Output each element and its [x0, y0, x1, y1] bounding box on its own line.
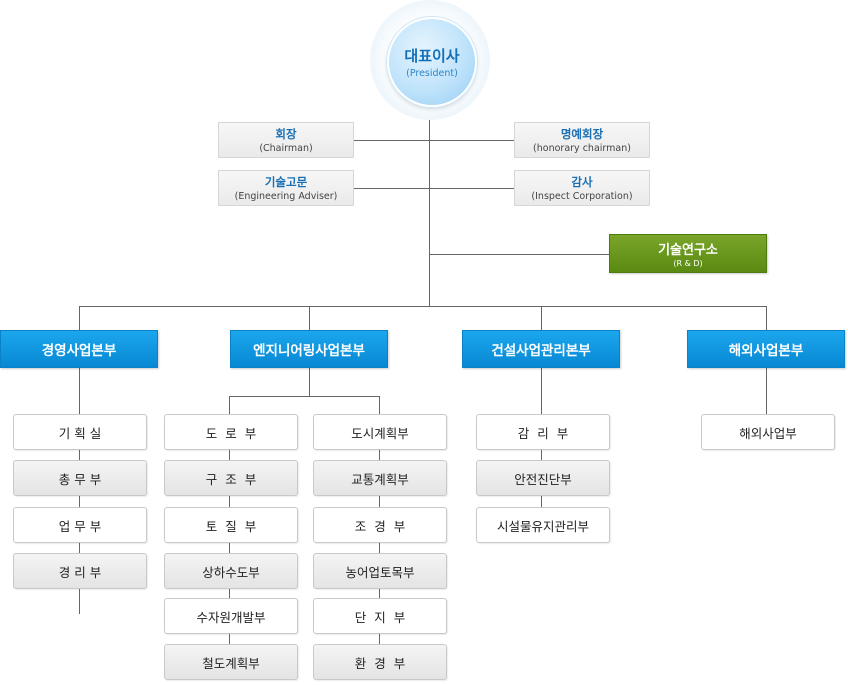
dept-complex: 단 지 부	[313, 598, 447, 634]
dept-structure: 구 조 부	[164, 460, 298, 496]
connector	[354, 140, 514, 141]
rnd-label: 기술연구소	[658, 243, 718, 258]
inspect-node: 감사 (Inspect Corporation)	[514, 170, 650, 206]
division-engineering: 엔지니어링사업본부	[230, 330, 388, 368]
chairman-label-en: (Chairman)	[259, 143, 313, 154]
connector	[429, 120, 430, 306]
connector	[766, 368, 767, 414]
dept-accounting: 경 리 부	[13, 553, 147, 589]
connector	[429, 254, 609, 255]
honorary-chairman-label-en: (honorary chairman)	[533, 143, 631, 154]
dept-facility-maintenance: 시설물유지관리부	[476, 507, 610, 543]
rnd-label-en: (R & D)	[673, 259, 703, 268]
connector	[309, 306, 310, 330]
president-label: 대표이사	[404, 47, 460, 65]
division-overseas: 해외사업본부	[687, 330, 845, 368]
dept-urban-planning: 도시계획부	[313, 414, 447, 450]
dept-safety-diagnosis: 안전진단부	[476, 460, 610, 496]
connector	[79, 306, 80, 330]
dept-water-resources: 수자원개발부	[164, 598, 298, 634]
inspect-label: 감사	[571, 175, 593, 189]
dept-railway: 철도계획부	[164, 644, 298, 680]
dept-environment: 환 경 부	[313, 644, 447, 680]
division-management: 경영사업본부	[0, 330, 158, 368]
dept-traffic-planning: 교통계획부	[313, 460, 447, 496]
inspect-label-en: (Inspect Corporation)	[531, 191, 633, 202]
engineering-adviser-node: 기술고문 (Engineering Adviser)	[218, 170, 354, 206]
dept-business: 업 무 부	[13, 507, 147, 543]
rnd-node: 기술연구소 (R & D)	[609, 234, 767, 273]
dept-geotechnical: 토 질 부	[164, 507, 298, 543]
dept-overseas: 해외사업부	[701, 414, 835, 450]
president-label-en: (President)	[406, 68, 458, 79]
connector	[541, 306, 542, 330]
dept-general-affairs: 총 무 부	[13, 460, 147, 496]
connector	[309, 368, 310, 396]
dept-road: 도 로 부	[164, 414, 298, 450]
connector	[766, 306, 767, 330]
chairman-node: 회장 (Chairman)	[218, 122, 354, 158]
dept-supervision: 감 리 부	[476, 414, 610, 450]
president-node: 대표이사 (President)	[387, 17, 477, 107]
dept-planning: 기 획 실	[13, 414, 147, 450]
engineering-adviser-label-en: (Engineering Adviser)	[234, 191, 338, 202]
chairman-label: 회장	[275, 127, 297, 141]
connector	[354, 188, 514, 189]
division-construction: 건설사업관리본부	[462, 330, 620, 368]
honorary-chairman-label: 명예회장	[560, 127, 604, 141]
connector	[79, 306, 767, 307]
dept-water-sewer: 상하수도부	[164, 553, 298, 589]
engineering-adviser-label: 기술고문	[264, 175, 308, 189]
connector	[229, 396, 380, 397]
dept-agri-civil: 농어업토목부	[313, 553, 447, 589]
honorary-chairman-node: 명예회장 (honorary chairman)	[514, 122, 650, 158]
dept-landscape: 조 경 부	[313, 507, 447, 543]
